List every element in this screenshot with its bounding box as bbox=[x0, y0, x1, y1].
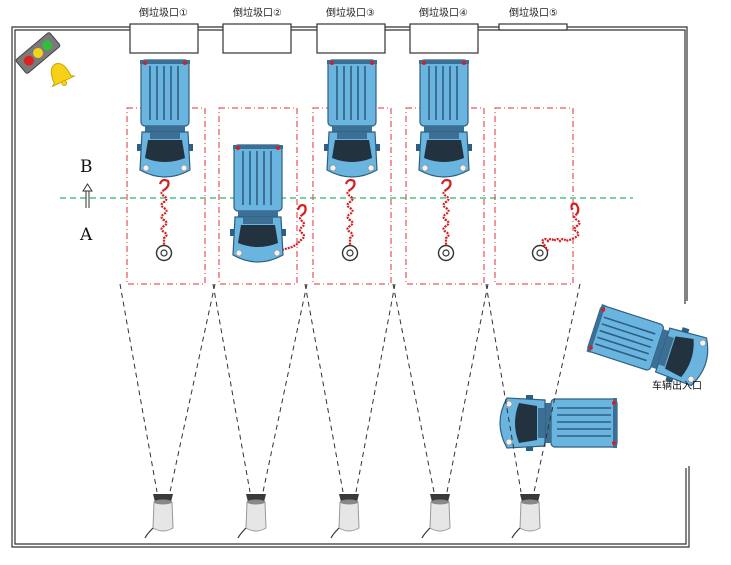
dump-port-label-3: 倒垃圾口③ bbox=[326, 6, 375, 19]
camera-icon bbox=[421, 493, 451, 539]
alarm-bell-icon bbox=[50, 63, 76, 88]
work-zone-2 bbox=[218, 107, 298, 285]
hose-icon bbox=[281, 204, 307, 252]
truck-icon bbox=[229, 144, 287, 263]
truck-icon bbox=[499, 394, 618, 452]
exit-label: 车辆出入口 bbox=[652, 379, 702, 392]
camera-icon bbox=[237, 493, 267, 539]
truck-icon bbox=[136, 59, 194, 178]
truck-icon bbox=[323, 59, 381, 178]
cameras bbox=[144, 493, 541, 539]
line-marker-b: B bbox=[80, 157, 93, 177]
dump-port-labels: 倒垃圾口① 倒垃圾口② 倒垃圾口③ 倒垃圾口④ 倒垃圾口⑤ bbox=[139, 6, 558, 19]
dump-port-label-5: 倒垃圾口⑤ bbox=[509, 6, 558, 19]
camera-icon bbox=[144, 493, 174, 539]
drain-icon bbox=[341, 244, 359, 262]
dump-port-label-1: 倒垃圾口① bbox=[139, 6, 188, 19]
work-zone-5 bbox=[494, 107, 574, 285]
trucks bbox=[136, 59, 715, 452]
truck-icon bbox=[584, 300, 715, 392]
camera-icon bbox=[330, 493, 360, 539]
building-walls bbox=[11, 23, 690, 548]
line-marker-a: A bbox=[79, 225, 93, 245]
traffic-light-icon bbox=[15, 32, 61, 74]
camera-view-lines bbox=[119, 283, 581, 493]
up-arrow-icon bbox=[82, 183, 93, 208]
dump-port-label-4: 倒垃圾口④ bbox=[419, 6, 468, 19]
drains bbox=[155, 244, 549, 262]
hose-icon bbox=[344, 178, 356, 246]
drain-icon bbox=[437, 244, 455, 262]
drain-icon bbox=[155, 244, 173, 262]
hose-icon bbox=[540, 202, 581, 252]
hoses bbox=[158, 178, 581, 252]
drain-icon bbox=[531, 244, 549, 262]
hose-icon bbox=[440, 178, 452, 246]
truck-icon bbox=[415, 59, 473, 178]
camera-icon bbox=[511, 493, 541, 539]
dump-port-label-2: 倒垃圾口② bbox=[233, 6, 282, 19]
hose-icon bbox=[158, 178, 170, 246]
